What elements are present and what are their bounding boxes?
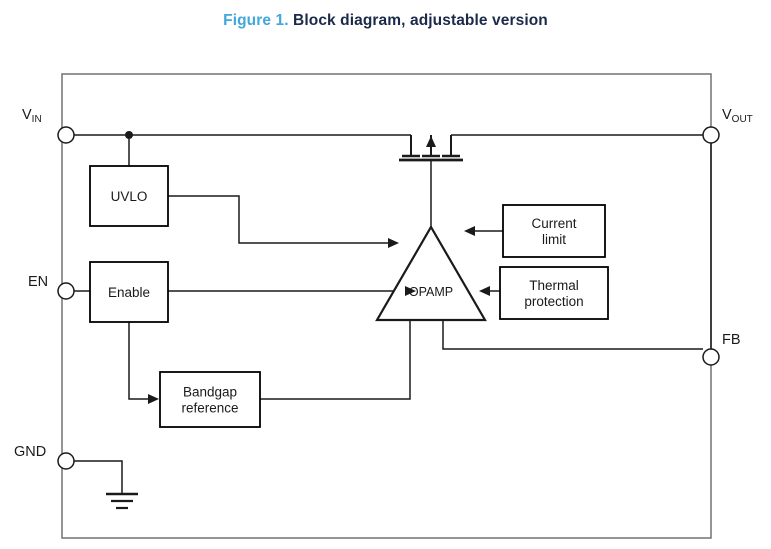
pin-vin-terminal[interactable] bbox=[57, 126, 75, 144]
block-enable-label-0: Enable bbox=[108, 285, 150, 300]
block-thermal-rect bbox=[499, 266, 609, 320]
block-current-label-0: Current bbox=[531, 216, 576, 231]
pin-gnd[interactable]: GND bbox=[14, 444, 75, 470]
ground-symbol-icon bbox=[106, 492, 138, 510]
figure-number: Figure 1. bbox=[223, 12, 289, 29]
pin-vout-label: VOUT bbox=[722, 107, 753, 125]
pin-fb[interactable]: FB bbox=[702, 332, 741, 366]
pin-fb-label: FB bbox=[722, 332, 741, 348]
block-current-rect bbox=[502, 204, 606, 258]
block-uvlo: UVLO bbox=[89, 165, 169, 227]
opamp-triangle bbox=[375, 224, 487, 322]
figure-title: Block diagram, adjustable version bbox=[293, 12, 548, 29]
pin-vin[interactable]: VIN bbox=[22, 107, 75, 144]
opamp-fb-to-fb-pin bbox=[442, 320, 703, 350]
pin-en[interactable]: EN bbox=[28, 274, 75, 300]
arrow-enable-to-opamp bbox=[405, 286, 416, 296]
block-thermal-label-0: Thermal bbox=[529, 278, 579, 293]
block-bandgap-label-1: reference bbox=[181, 401, 238, 416]
uvlo-out-to-opamp bbox=[168, 195, 388, 244]
enable-down-to-bandgap bbox=[128, 322, 148, 400]
pin-fb-terminal[interactable] bbox=[702, 348, 720, 366]
pins-layer: VIN EN GND VOUT FB bbox=[14, 107, 753, 470]
pin-vin-label: VIN bbox=[22, 107, 42, 125]
pin-vout-terminal[interactable] bbox=[702, 126, 720, 144]
bandgap-out-to-opamp bbox=[260, 320, 411, 400]
arrow-mosfet-source bbox=[426, 136, 436, 147]
block-enable-rect bbox=[89, 261, 169, 323]
arrow-current-to-opamp bbox=[464, 226, 475, 236]
block-enable: Enable bbox=[89, 261, 169, 323]
opamp-symbol: OPAMP bbox=[375, 224, 487, 322]
pin-gnd-label: GND bbox=[14, 444, 46, 460]
arrowheads-layer bbox=[148, 136, 490, 404]
pin-gnd-terminal[interactable] bbox=[57, 452, 75, 470]
block-bandgap-rect bbox=[159, 371, 261, 428]
figure-caption: Figure 1. Block diagram, adjustable vers… bbox=[0, 12, 771, 30]
junction-dots-layer bbox=[125, 131, 133, 139]
pin-en-terminal[interactable] bbox=[57, 282, 75, 300]
pin-en-label: EN bbox=[28, 274, 48, 290]
vin-uvlo-tap bbox=[125, 131, 133, 139]
wires-layer bbox=[74, 134, 712, 494]
gnd-pin-to-ground bbox=[74, 460, 123, 494]
pass-transistor-icon bbox=[399, 135, 463, 227]
arrow-thermal-to-opamp bbox=[479, 286, 490, 296]
opamp-label: OPAMP bbox=[409, 285, 453, 299]
block-bandgap-label-0: Bandgap bbox=[183, 385, 237, 400]
block-uvlo-rect bbox=[89, 165, 169, 227]
block-uvlo-label-0: UVLO bbox=[111, 189, 148, 204]
arrow-enable-to-bandgap bbox=[148, 394, 159, 404]
block-current-label-1: limit bbox=[542, 232, 566, 247]
arrow-uvlo-to-opamp bbox=[388, 238, 399, 248]
block-thermal-label-1: protection bbox=[524, 294, 583, 309]
